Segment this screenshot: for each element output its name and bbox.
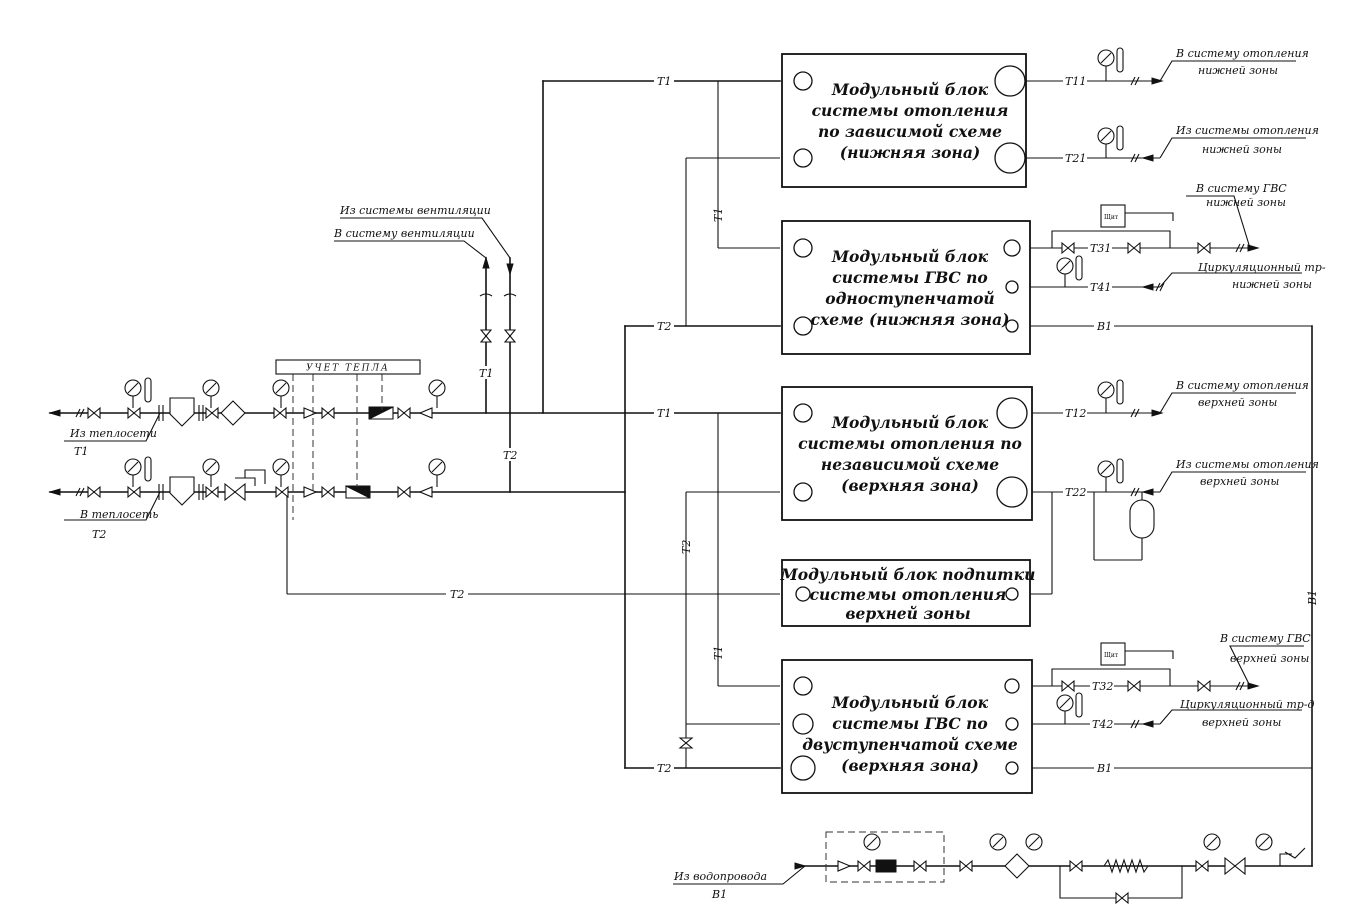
pipe-label-t42: Т42 [1092, 718, 1113, 731]
pipe-label-t1: Т1 [712, 208, 725, 222]
label-to-dhw-up: верхней зоны [1230, 652, 1309, 665]
label-to-network: Т2 [92, 528, 106, 541]
pipe-label-t41: Т41 [1090, 281, 1111, 294]
valves: Щит Щит [87, 47, 1306, 905]
label-to-network: В теплосеть [79, 508, 158, 521]
label-circ-up: Циркуляционный тр-д [1180, 698, 1315, 711]
label-to-heating-up: В систему отопления [1175, 379, 1309, 392]
pipe-label-t2: Т2 [657, 762, 671, 775]
block-title: независимой схеме [821, 455, 999, 474]
block-title: системы отопления по [798, 434, 1022, 453]
block-title: (верхняя зона) [841, 476, 979, 495]
block-title: системы ГВС по [832, 268, 987, 287]
label-to-heating-up: верхней зоны [1198, 396, 1277, 409]
pipe-label-b1: В1 [1096, 762, 1112, 775]
annotations: В систему отопления нижней зоны Из систе… [64, 47, 1326, 901]
label-circ-up: верхней зоны [1202, 716, 1281, 729]
module-block-makeup-up: Модульный блок подпитки системы отоплени… [780, 559, 1036, 627]
block-title: одноступенчатой [825, 289, 994, 308]
pump-panel-up: Щит [1104, 652, 1119, 659]
block-title: по зависимой схеме [818, 122, 1002, 141]
label-from-heating-low: Из системы отопления [1175, 124, 1319, 137]
block-title: системы отопления [812, 101, 1009, 120]
pipe-label-t2: Т2 [680, 540, 693, 554]
block-title: системы ГВС по [832, 714, 987, 733]
pump-panel-low: Щит [1104, 214, 1119, 221]
heat-metering-box [275, 359, 421, 375]
module-block-heating-up: Модульный блок системы отопления по неза… [781, 386, 1033, 521]
label-to-dhw-up: В систему ГВС [1219, 632, 1311, 645]
label-from-heating-low: нижней зоны [1202, 143, 1282, 156]
module-block-dhw-up: Модульный блок системы ГВС по двуступенч… [781, 659, 1033, 794]
block-title: системы отопления [810, 585, 1007, 604]
block-title: Модульный блок [831, 413, 989, 432]
main-pipes [48, 76, 1313, 870]
block-title: Модульный блок [831, 80, 989, 99]
module-block-dhw-low: Модульный блок системы ГВС по одноступен… [781, 220, 1031, 355]
block-title: схеме (нижняя зона) [811, 310, 1010, 329]
label-from-water: В1 [711, 888, 727, 901]
pipe-label-t31: Т31 [1090, 242, 1111, 255]
pipe-label-t2: Т2 [450, 588, 464, 601]
label-from-heating-up: Из системы отопления [1175, 458, 1319, 471]
label-from-water: Из водопровода [673, 870, 767, 883]
block-title: Модульный блок [831, 247, 989, 266]
heat-metering-label: УЧЕТ ТЕПЛА [306, 364, 390, 374]
pipe-label-t22: Т22 [1065, 486, 1086, 499]
block-title: (верхняя зона) [841, 756, 979, 775]
label-circ-low: Циркуляционный тр- [1198, 261, 1326, 274]
module-block-heating-low: Модульный блок системы отопления по зави… [781, 53, 1027, 188]
label-to-heating-low: нижней зоны [1198, 64, 1278, 77]
pipe-label-t12: Т12 [1065, 407, 1086, 420]
label-from-network: Из теплосети [69, 427, 157, 440]
pipe-label-t2: Т2 [657, 320, 671, 333]
label-to-dhw-low: нижней зоны [1206, 196, 1286, 209]
pipe-label-t2: Т2 [503, 449, 517, 462]
pipe-label-t32: Т32 [1092, 680, 1113, 693]
block-title: Модульный блок подпитки [780, 565, 1036, 584]
pipe-label-t1: Т1 [479, 367, 493, 380]
pipe-label-t1: Т1 [657, 407, 671, 420]
label-from-heating-up: верхней зоны [1200, 475, 1279, 488]
label-to-dhw-low: В систему ГВС [1195, 182, 1287, 195]
label-to-heating-low: В систему отопления [1175, 47, 1309, 60]
block-title: (нижняя зона) [840, 143, 980, 162]
pipe-label-t21: Т21 [1065, 152, 1086, 165]
pipe-label-t1: Т1 [712, 646, 725, 660]
label-from-network: Т1 [74, 445, 88, 458]
pipe-label-t11: Т11 [1065, 75, 1086, 88]
pipe-label-b1: В1 [1306, 590, 1319, 606]
label-circ-low: нижней зоны [1232, 278, 1312, 291]
pipe-labels: Т1 Т1 Т2 Т2 Т2 Т2 Т1 Т1 Т1 Т2 В1 В1 В1 Т… [446, 74, 1319, 775]
block-title: верхней зоны [845, 604, 970, 623]
pipe-label-t1: Т1 [657, 75, 671, 88]
pipe-label-b1: В1 [1096, 320, 1112, 333]
label-from-vent: Из системы вентиляции [339, 204, 491, 217]
block-title: двуступенчатой схеме [802, 735, 1018, 754]
label-to-vent: В систему вентиляции [333, 227, 475, 240]
block-title: Модульный блок [831, 693, 989, 712]
